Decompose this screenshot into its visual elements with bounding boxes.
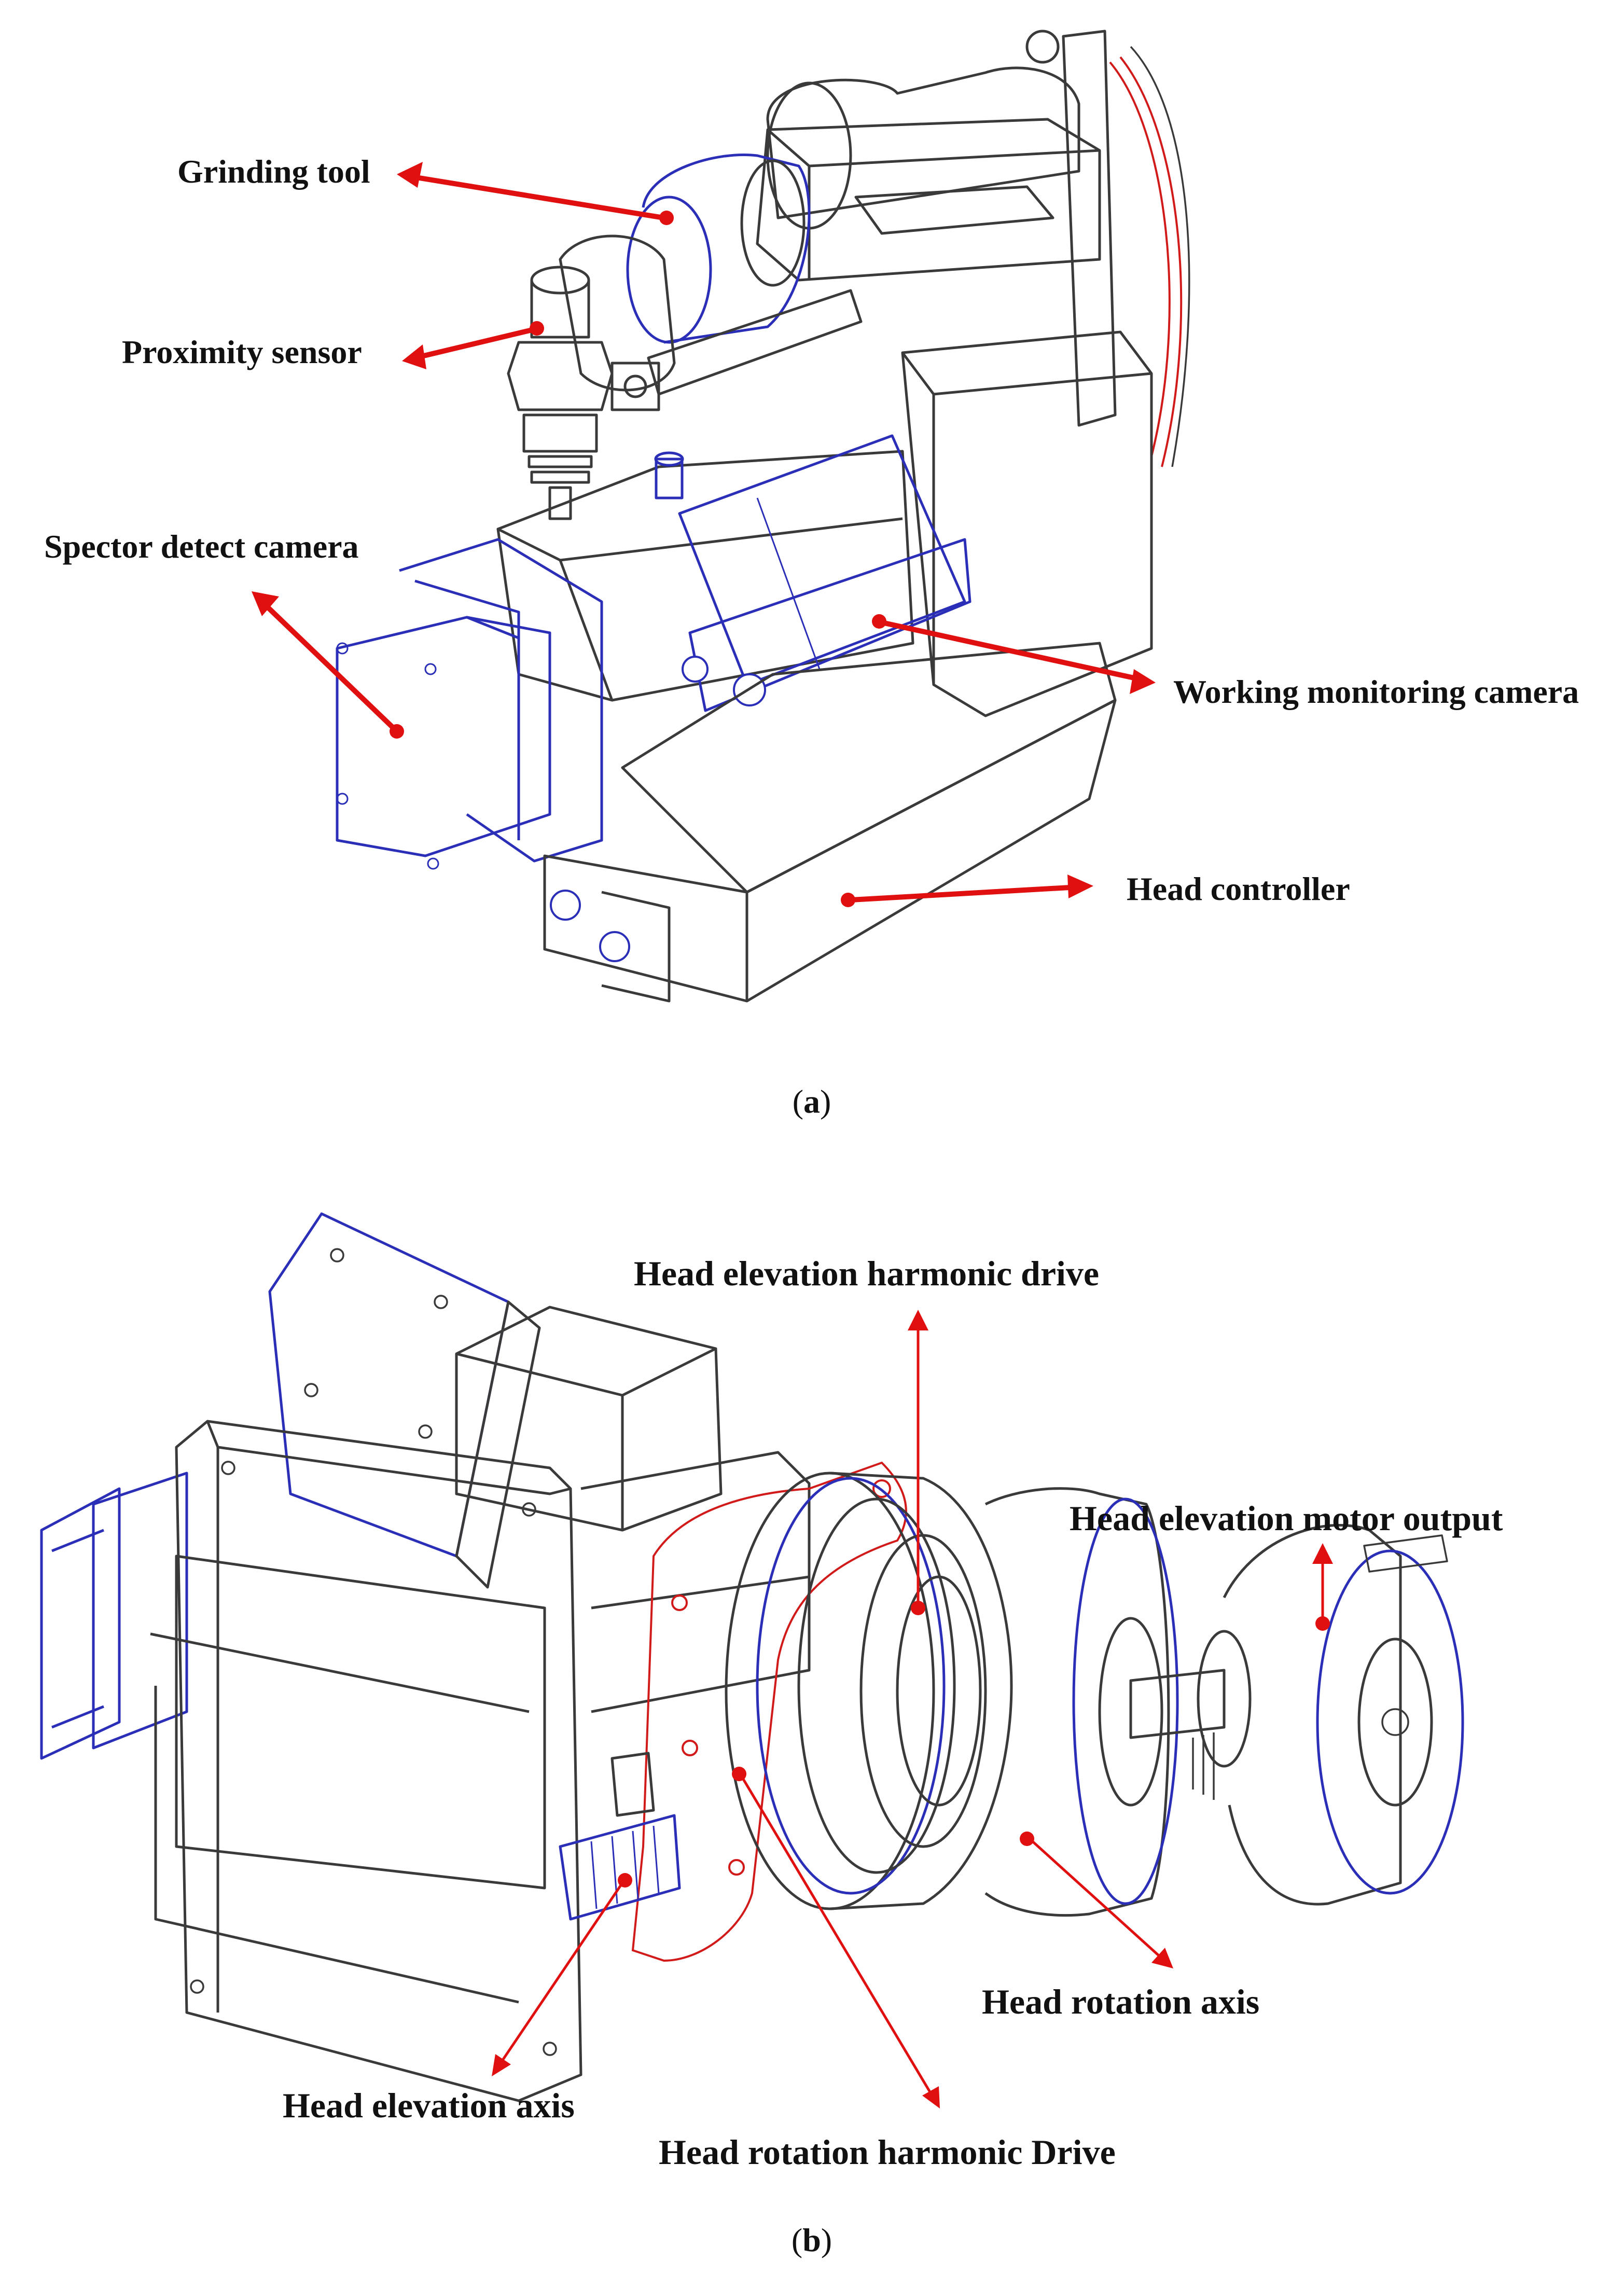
figure-b-drawing xyxy=(40,1212,1464,2102)
label-spector-detect-camera: Spector detect camera xyxy=(44,528,359,565)
figure-b-labels: Head elevation harmonic drive Head eleva… xyxy=(283,1254,1503,2172)
caption-b: (b) xyxy=(792,2222,832,2258)
label-grinding-tool: Grinding tool xyxy=(177,153,370,190)
arrow-grinding-tool xyxy=(409,174,664,220)
figure-a-arrows xyxy=(252,162,1156,907)
figure-a-drawing xyxy=(336,30,1190,1003)
label-head-rotation-axis: Head rotation axis xyxy=(982,1982,1259,2021)
label-working-monitoring-camera: Working monitoring camera xyxy=(1173,673,1579,710)
figure-a-labels: Grinding tool Proximity sensor Spector d… xyxy=(44,153,1579,907)
arrow-working-monitoring-camera xyxy=(881,620,1142,682)
arrow-head-elevation-axis xyxy=(496,1882,624,2068)
figure-b-arrows xyxy=(492,1310,1333,2108)
label-proximity-sensor: Proximity sensor xyxy=(122,334,362,370)
label-head-elevation-axis: Head elevation axis xyxy=(283,2086,575,2125)
label-head-controller: Head controller xyxy=(1127,870,1350,907)
arrow-spector-detect-camera xyxy=(260,600,396,731)
caption-a: (a) xyxy=(793,1083,831,1120)
label-head-elevation-harmonic-drive: Head elevation harmonic drive xyxy=(634,1254,1099,1293)
arrow-proximity-sensor xyxy=(414,327,535,360)
label-head-elevation-motor-output: Head elevation motor output xyxy=(1070,1499,1503,1538)
arrow-head-rotation-harmonic-drive xyxy=(740,1775,935,2099)
label-head-rotation-harmonic-drive: Head rotation harmonic Drive xyxy=(659,2132,1116,2172)
arrow-head-controller xyxy=(850,884,1079,903)
arrow-head-rotation-axis xyxy=(1029,1838,1165,1962)
